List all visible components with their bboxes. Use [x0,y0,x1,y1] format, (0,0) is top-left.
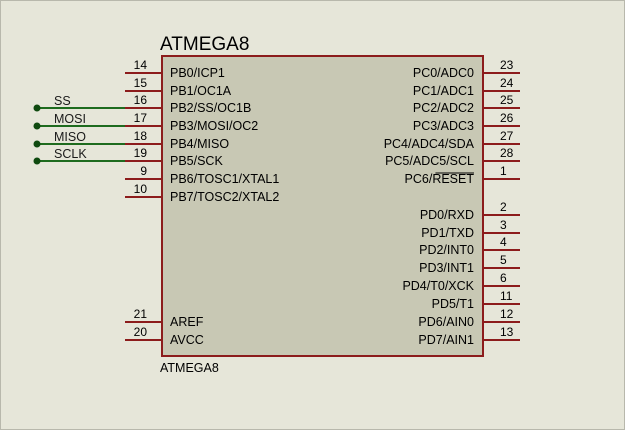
pin-number: 21 [134,307,148,321]
right-pin-group: 23PC0/ADC024PC1/ADC125PC2/ADC226PC3/ADC3… [384,58,520,347]
pin-number: 6 [500,271,507,285]
pin-name: PB7/TOSC2/XTAL2 [170,190,279,204]
pin-name: PD4/T0/XCK [402,279,474,293]
pin-number: 20 [134,325,148,339]
pin-name: AREF [170,315,204,329]
pin-name: PD5/T1 [432,297,474,311]
pin-number: 2 [500,200,507,214]
net-label: SS [54,94,71,108]
net-label: MOSI [54,112,86,126]
pin-number: 5 [500,253,507,267]
chip-body[interactable] [161,55,484,357]
left-pin-group: 14PB0/ICP115PB1/OC1A16PB2/SS/OC1B17PB3/M… [125,58,279,347]
pin-name: PB1/OC1A [170,84,232,98]
pin-name: PD1/TXD [421,226,474,240]
pin-number: 26 [500,111,514,125]
net-ss[interactable]: SS [33,94,126,112]
pin-number: 10 [134,182,148,196]
pin-name: PC2/ADC2 [413,101,474,115]
pin-name: PC4/ADC4/SDA [384,137,475,151]
pin-name: PD2/INT0 [419,243,474,257]
pin-number: 9 [140,164,147,178]
component-footer-label: ATMEGA8 [160,361,219,375]
pin-number: 13 [500,325,514,339]
pin-number: 17 [134,111,148,125]
pin-number: 11 [500,289,513,303]
pin-number: 1 [500,164,507,178]
pin-name: PD7/AIN1 [418,333,474,347]
net-group: SS MOSI MISO SCLK [33,94,126,165]
pin-number: 12 [500,307,514,321]
pin-name: PC0/ADC0 [413,66,474,80]
pin-name: PC1/ADC1 [413,84,474,98]
pin-name: PC5/ADC5/SCL [385,154,474,168]
pin-number: 3 [500,218,507,232]
pin-name: PD6/AIN0 [418,315,474,329]
pin-number: 28 [500,146,514,160]
pin-number: 27 [500,129,514,143]
pin-name: PB5/SCK [170,154,223,168]
pin-name: PB0/ICP1 [170,66,225,80]
net-junction-dot[interactable] [33,140,41,148]
pin-name: PD3/INT1 [419,261,474,275]
net-sclk[interactable]: SCLK [33,147,126,165]
pin-number: 15 [134,76,148,90]
pin-number: 18 [134,129,148,143]
pin-number: 25 [500,93,514,107]
pin-name: PB6/TOSC1/XTAL1 [170,172,279,186]
net-junction-dot[interactable] [33,122,41,130]
pin-number: 19 [134,146,148,160]
pin-number: 14 [134,58,148,72]
net-junction-dot[interactable] [33,157,41,165]
pin-number: 4 [500,235,507,249]
net-label: MISO [54,130,86,144]
pin-name: PB4/MISO [170,137,229,151]
pin-name: PB3/MOSI/OC2 [170,119,258,133]
net-junction-dot[interactable] [33,104,41,112]
pin-number: 24 [500,76,514,90]
net-miso[interactable]: MISO [33,130,126,148]
pin-name: PD0/RXD [420,208,474,222]
pin-number: 16 [134,93,148,107]
pin-name: PB2/SS/OC1B [170,101,251,115]
net-label: SCLK [54,147,87,161]
net-mosi[interactable]: MOSI [33,112,126,130]
pin-name: PC3/ADC3 [413,119,474,133]
pin-name: PC6/RESET [405,172,475,186]
component-title[interactable]: ATMEGA8 [160,34,249,55]
pin-name: AVCC [170,333,204,347]
pin-number: 23 [500,58,514,72]
